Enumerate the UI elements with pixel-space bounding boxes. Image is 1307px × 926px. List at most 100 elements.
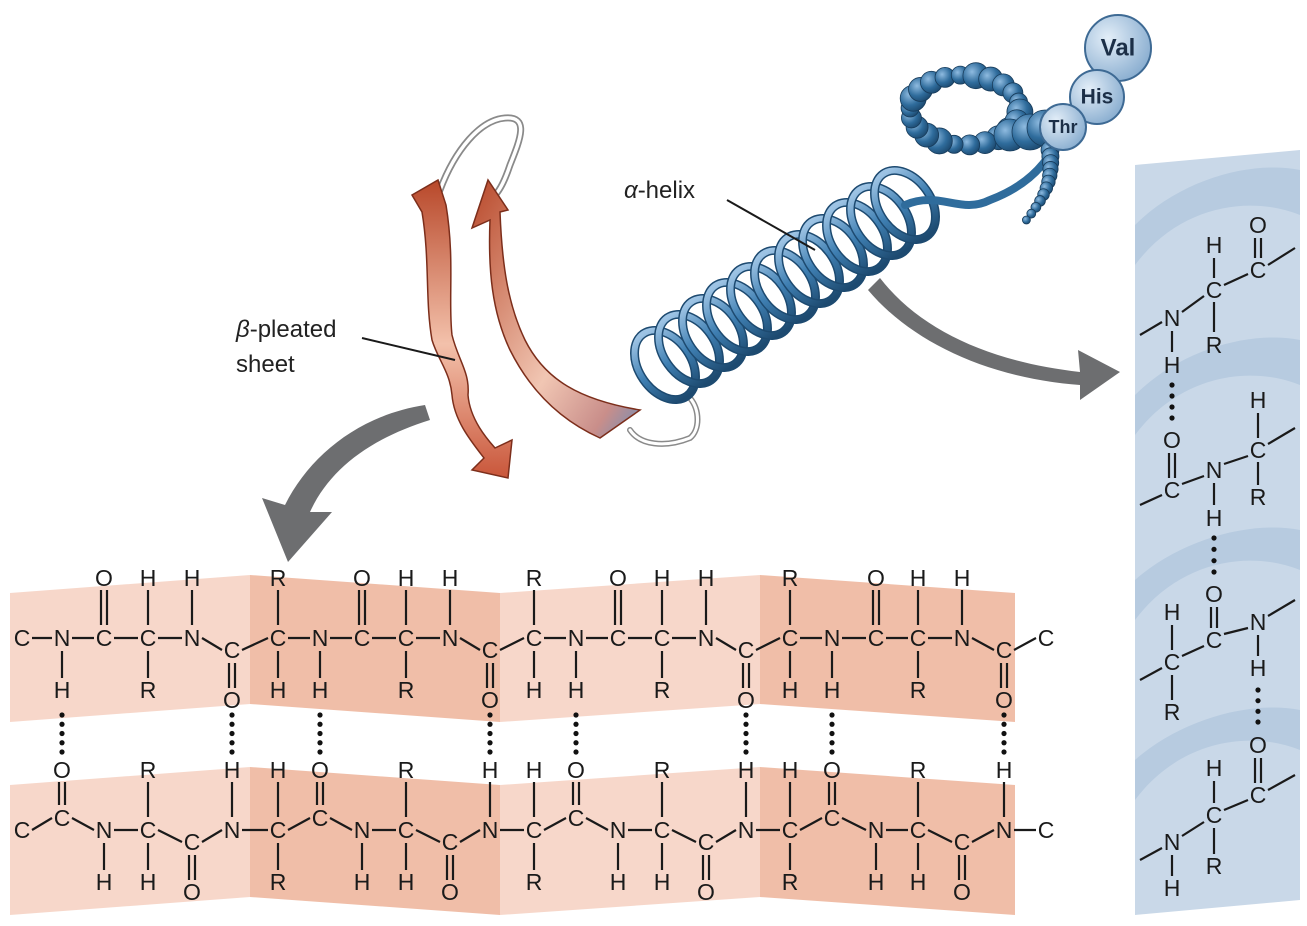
atom-h: H [824,677,841,703]
atom-c: C [14,817,31,843]
atom-c: C [1250,782,1267,808]
hydrogen-bond-dot [1001,749,1007,755]
atom-r: R [782,565,799,591]
helix-turn-highlight [751,247,819,323]
atom-n: N [1206,457,1223,483]
atom-c: C [312,805,329,831]
bond [1223,626,1249,636]
atom-r: R [398,677,415,703]
atom-h: H [184,565,201,591]
bond [1267,247,1296,266]
atom-c: C [526,625,543,651]
atom-c: C [654,817,671,843]
atom-c: C [824,805,841,831]
atom-h: H [738,757,755,783]
bond [201,829,223,843]
atom-c: C [654,625,671,651]
atom-o: O [1205,581,1223,607]
atom-c: C [868,625,885,651]
atom-h: H [398,565,415,591]
hydrogen-bond-dot [743,712,749,718]
hydrogen-bond-dot [829,721,835,727]
atom-c: C [1206,277,1223,303]
hydrogen-bond-dot [59,721,65,727]
atom-h: H [140,869,157,895]
atom-h: H [954,565,971,591]
bond [1139,667,1163,681]
atom-c: C [910,625,927,651]
hydrogen-bond-dot [1211,569,1217,575]
hydrogen-bond-dot [317,712,323,718]
atom-n: N [996,817,1013,843]
atom-h: H [526,677,543,703]
atom-h: H [442,565,459,591]
bond [971,637,995,651]
atom-h: H [996,757,1013,783]
atom-c: C [140,817,157,843]
helix-turn-highlight [775,231,843,307]
helix-turn-highlight [799,215,867,291]
atom-h: H [270,677,287,703]
hydrogen-bond-dot [743,749,749,755]
atom-n: N [442,625,459,651]
atom-h: H [1250,655,1267,681]
helix-turn-highlight [823,199,891,275]
atom-h: H [910,869,927,895]
atom-h: H [1164,875,1181,901]
bond [1181,821,1205,837]
atom-n: N [96,817,113,843]
hydrogen-bond-dot [573,730,579,737]
hydrogen-bond-dot [1001,740,1007,746]
residue-thr: Thr [1039,103,1087,151]
atom-o: O [223,687,241,713]
atom-n: N [824,625,841,651]
atom-r: R [654,677,671,703]
bond [287,817,311,831]
atom-h: H [568,677,585,703]
hydrogen-bond-dot [229,749,235,755]
hydrogen-bond-dot [1169,404,1175,410]
hydrogen-bond-dot [1255,698,1261,704]
atom-c: C [954,829,971,855]
atom-o: O [1249,732,1267,758]
atom-o: O [567,757,585,783]
atom-h: H [526,757,543,783]
atom-c: C [184,829,201,855]
atom-c: C [14,625,31,651]
pleat-panel [10,575,250,722]
atom-n: N [482,817,499,843]
bond [459,637,481,651]
hydrogen-bond-dot [829,730,835,737]
hydrogen-bond-dot [229,721,235,727]
atom-c: C [270,625,287,651]
hydrogen-bond-dot [1255,719,1261,725]
bond [671,829,697,843]
pleat-panel [250,575,500,722]
helix-turn-highlight [679,295,747,371]
atom-h: H [1164,599,1181,625]
alpha-helix-label: α-helix [624,177,816,251]
bond [157,829,183,843]
helix-turn-highlight [727,263,795,339]
atom-c: C [54,805,71,831]
atom-o: O [867,565,885,591]
atom-h: H [1206,232,1223,258]
atom-o: O [953,879,971,905]
bond [201,637,223,651]
svg-text:sheet: sheet [236,351,295,378]
bond [1223,454,1249,466]
alpha-helix-coil [630,131,1064,405]
atom-c: C [782,625,799,651]
atom-o: O [183,879,201,905]
atom-n: N [954,625,971,651]
atom-h: H [1206,505,1223,531]
atom-o: O [441,879,459,905]
atom-o: O [995,687,1013,713]
svg-text:Val: Val [1101,35,1136,62]
bond [971,829,995,843]
atom-o: O [737,687,755,713]
bond [755,637,781,651]
